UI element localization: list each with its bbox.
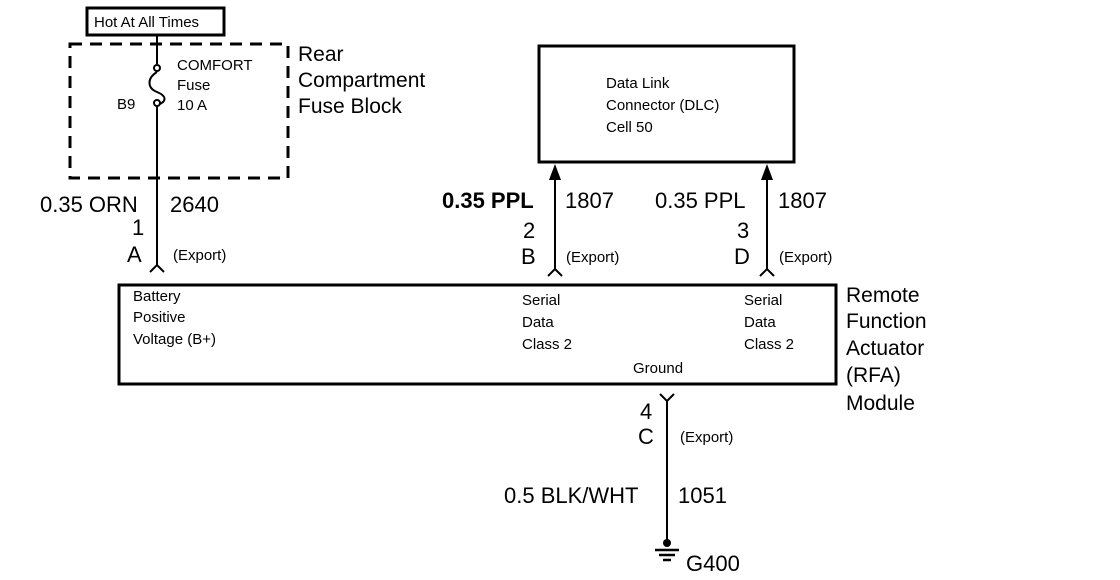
power-source-box (85, 6, 226, 37)
wire2-cavity: B (521, 244, 536, 269)
fuse-terminal-bottom (153, 99, 161, 107)
wire4-cavity: C (638, 424, 654, 449)
fuse-element-icon (148, 71, 166, 106)
connector-c-icon (659, 393, 675, 403)
wire3-pin: 3 (737, 218, 749, 243)
wire1-circuit: 2640 (170, 192, 219, 217)
wire3-gauge-color: 0.35 PPL (655, 188, 746, 213)
fuse-block-title-line1: Rear (298, 43, 344, 66)
fuse-type: Fuse (177, 77, 210, 94)
module-bplus-line2: Positive (133, 309, 186, 326)
connector-d-icon (759, 267, 775, 277)
wire1-pin: 1 (132, 215, 144, 240)
fuse-rating: 10 A (177, 97, 207, 114)
module-title-line4: (RFA) (846, 364, 901, 387)
wire4-note: (Export) (680, 429, 733, 446)
wire4-gauge-color: 0.5 BLK/WHT (504, 483, 638, 508)
dlc-line3: Cell 50 (606, 119, 653, 136)
module-bplus-line1: Battery (133, 288, 181, 305)
module-serial2-line2: Data (744, 314, 776, 331)
module-bplus-line3: Voltage (B+) (133, 331, 216, 348)
ground-icon (655, 548, 679, 562)
fuse-terminal-top (153, 64, 161, 72)
ground-reference: G400 (686, 551, 740, 576)
dlc-box (537, 44, 796, 164)
fuse-block-outline (68, 42, 290, 180)
wire1-note: (Export) (173, 247, 226, 264)
wire2-gauge-color: 0.35 PPL (442, 188, 534, 213)
module-title-line1: Remote (846, 284, 920, 307)
wire3-note: (Export) (779, 249, 832, 266)
fuse-block-title-line3: Fuse Block (298, 95, 402, 118)
module-ground-label: Ground (633, 360, 683, 377)
module-title-line5: Module (846, 392, 915, 415)
rfa-module-box (117, 283, 838, 386)
arrow-up-icon-b (549, 164, 561, 180)
wire4-circuit: 1051 (678, 483, 727, 508)
arrow-up-icon-d (761, 164, 773, 180)
ground-node (663, 539, 671, 547)
wire3-cavity: D (734, 244, 750, 269)
power-source-label: Hot At All Times (94, 14, 199, 31)
module-serial1-line1: Serial (522, 292, 560, 309)
module-title-line3: Actuator (846, 337, 924, 360)
wire2-note: (Export) (566, 249, 619, 266)
wire1-cavity: A (127, 242, 142, 267)
connector-a-icon (149, 263, 165, 273)
wire2-pin: 2 (523, 218, 535, 243)
wire1-gauge-color: 0.35 ORN (40, 192, 138, 217)
module-serial2-line3: Class 2 (744, 336, 794, 353)
module-serial1-line3: Class 2 (522, 336, 572, 353)
fuse-block-title-line2: Compartment (298, 69, 425, 92)
module-serial1-line2: Data (522, 314, 554, 331)
module-title-line2: Function (846, 310, 927, 333)
dlc-line1: Data Link (606, 75, 670, 92)
fuse-terminal-id: B9 (117, 96, 135, 113)
connector-b-icon (547, 267, 563, 277)
wire4-pin: 4 (640, 399, 652, 424)
fuse-name: COMFORT (177, 57, 253, 74)
wire3-circuit: 1807 (778, 188, 827, 213)
dlc-line2: Connector (DLC) (606, 97, 719, 114)
module-serial2-line1: Serial (744, 292, 782, 309)
wire2-circuit: 1807 (565, 188, 614, 213)
